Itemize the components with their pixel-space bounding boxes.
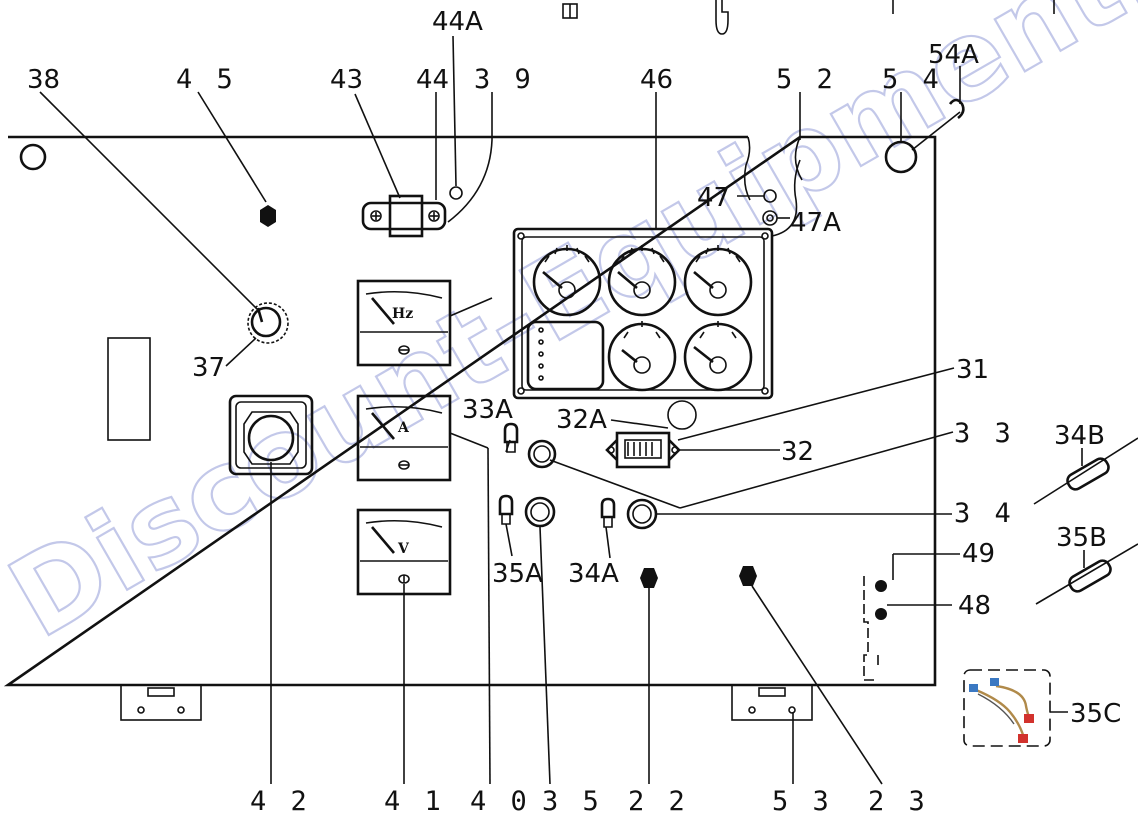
label-54: 5 4 (882, 64, 943, 95)
label-22: 2 2 (628, 786, 689, 816)
label-35c: 35C (1070, 699, 1121, 729)
label-23: 2 3 (868, 786, 929, 816)
resistor-34b (1033, 437, 1138, 505)
gauge-4 (607, 322, 677, 392)
label-46: 46 (640, 65, 673, 95)
label-43: 43 (330, 65, 363, 95)
wire-harness-35c (963, 669, 1051, 747)
meter-amp-label: A (397, 420, 410, 436)
label-35: 3 5 (542, 786, 603, 816)
label-47a: 47A (790, 208, 841, 238)
label-35b: 35B (1056, 523, 1107, 553)
hex-bolt-45 (260, 205, 276, 227)
label-53: 5 3 (772, 786, 833, 816)
label-42: 4 2 (250, 786, 311, 816)
label-31: 31 (956, 355, 989, 385)
panel-cutout (107, 337, 151, 441)
corner-hole-left (19, 143, 47, 171)
switch-33 (527, 439, 557, 469)
hinge-right (731, 684, 813, 721)
label-39: 3 9 (474, 64, 535, 95)
hinge-left (120, 684, 202, 721)
label-52: 5 2 (776, 64, 837, 95)
lamp-35a (498, 494, 514, 525)
terminal-block (863, 576, 887, 681)
meter-volt: V (356, 508, 452, 596)
label-32: 32 (781, 437, 814, 467)
label-35a: 35A (492, 559, 543, 589)
label-48: 48 (958, 591, 991, 621)
label-54a: 54A (928, 40, 979, 70)
label-33: 3 3 (954, 418, 1015, 449)
label-37: 37 (192, 353, 225, 383)
indicator-44a (449, 186, 463, 200)
label-33a: 33A (462, 395, 513, 425)
gauge-5 (683, 322, 753, 392)
switch-34 (626, 498, 658, 530)
label-34a: 34A (568, 559, 619, 589)
meter-amp: A (356, 394, 452, 482)
meter-hz: Hz (356, 279, 452, 367)
label-38: 38 (27, 65, 60, 95)
label-34b: 34B (1054, 421, 1105, 451)
label-41: 4 1 (384, 786, 445, 816)
resistor-35b (1035, 543, 1138, 605)
fuse-holder-22 (640, 568, 658, 588)
top-partial-parts (562, 0, 1055, 35)
lamp-34a (600, 497, 616, 528)
leader-lines (39, 35, 1085, 785)
meter-hz-label: Hz (392, 306, 413, 322)
label-34: 3 4 (954, 498, 1015, 529)
gauge-cluster-46 (512, 227, 774, 400)
grommet-32a (667, 400, 697, 430)
label-44: 44 (416, 65, 449, 95)
label-40: 4 0 (470, 786, 531, 816)
meter-volt-label: V (397, 541, 410, 557)
part-labels: 38 4 5 43 44 44A 3 9 46 5 2 5 4 54A 47 4… (27, 7, 1121, 816)
label-44a: 44A (432, 7, 483, 37)
relay-43 (361, 194, 447, 238)
switch-35 (524, 496, 556, 528)
hour-meter-32 (605, 431, 681, 469)
label-47: 47 (697, 183, 730, 213)
label-49: 49 (962, 539, 995, 569)
label-45: 4 5 (176, 64, 237, 95)
knob-38 (247, 302, 289, 344)
fuse-holder-23 (739, 566, 757, 586)
panel-outline (3, 135, 937, 687)
label-32a: 32A (556, 405, 607, 435)
